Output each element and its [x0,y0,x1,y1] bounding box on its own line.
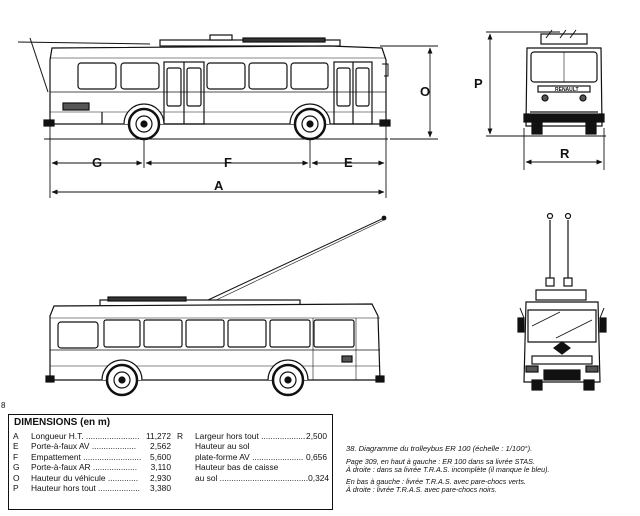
dimension-row: Hauteur au sol [195,441,250,452]
caption-title: 38. Diagramme du trolleybus ER 100 (éche… [346,444,533,453]
dim-label-o: O [420,84,430,99]
figure-caption: 38. Diagramme du trolleybus ER 100 (éche… [346,444,636,495]
caption-line: À droite : livrée T.R.A.S. avec pare-cho… [346,485,497,495]
dim-label-g: G [92,155,102,170]
dimension-row: au sol .................................… [195,472,330,483]
front-view-bottom [517,212,607,391]
dim-label-r: R [560,146,570,161]
brand-label-top: RENAULT [555,87,579,93]
caption-line: En bas à gauche : livrée T.R.A.S. avec p… [346,476,526,486]
dimension-row: plate-forme AV ......................0,6… [195,451,327,462]
dim-label-p: P [474,76,483,91]
dimensions-title: DIMENSIONS (en m) [14,417,111,428]
side-view-bottom [45,215,387,397]
front-view-top [523,29,605,135]
dim-label-a: A [214,178,224,193]
side-view-top [17,34,391,141]
caption-line: À droite : dans sa livrée T.R.A.S. incom… [346,465,550,475]
dimension-lines-front-top [486,31,605,170]
page-number: 8 [1,401,6,410]
caption-line: Page 309, en haut à gauche : ER 100 dans… [346,456,535,466]
dimension-row: Hauteur bas de caisse [195,462,279,473]
dim-label-e: E [344,155,353,170]
dimension-lines-top [49,45,438,198]
dim-label-f: F [224,155,232,170]
